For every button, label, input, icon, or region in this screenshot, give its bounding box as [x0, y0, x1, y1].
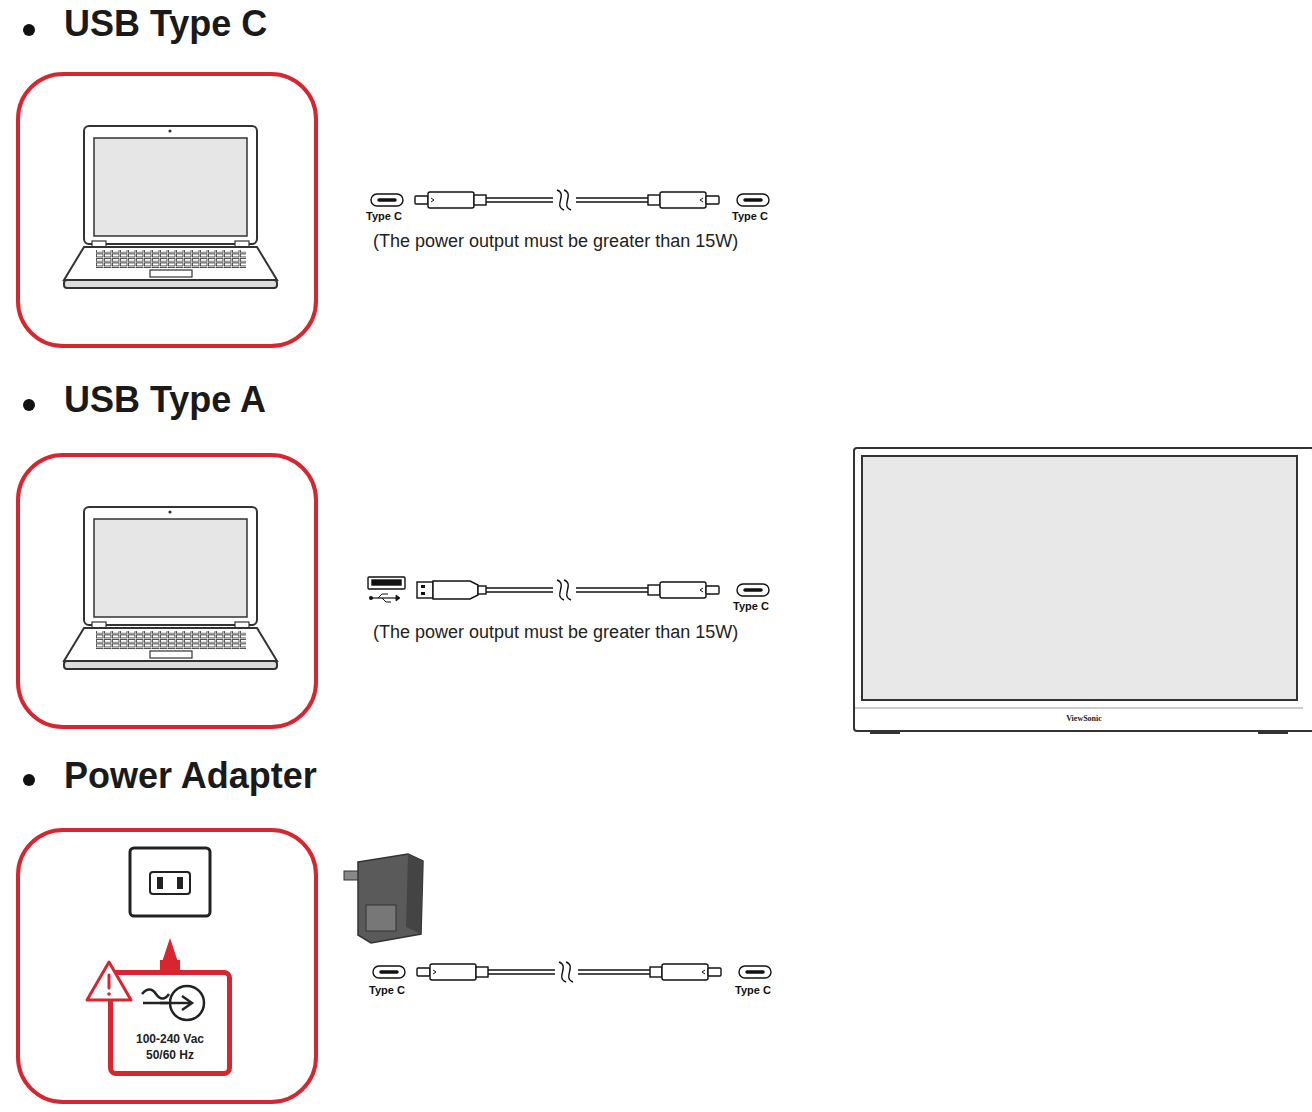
monitor-display: ViewSonic — [853, 447, 1312, 732]
connector-type-label: Type C — [735, 984, 771, 997]
power-note: (The power output must be greater than 1… — [373, 230, 738, 252]
connector-type-label: Type C — [366, 210, 402, 223]
section-heading: USB Type A — [64, 378, 266, 422]
rating-text: 100-240 Vac 50/60 Hz — [124, 1031, 216, 1063]
section-heading: USB Type C — [64, 2, 267, 46]
rating-label-box: 100-240 Vac 50/60 Hz — [108, 970, 232, 1076]
section-heading: Power Adapter — [64, 754, 317, 798]
connector-type-label: Type C — [732, 210, 768, 223]
power-note: (The power output must be greater than 1… — [373, 621, 738, 643]
brand-label: ViewSonic — [855, 714, 1312, 724]
connector-type-label: Type C — [733, 600, 769, 613]
connector-type-label: Type C — [369, 984, 405, 997]
